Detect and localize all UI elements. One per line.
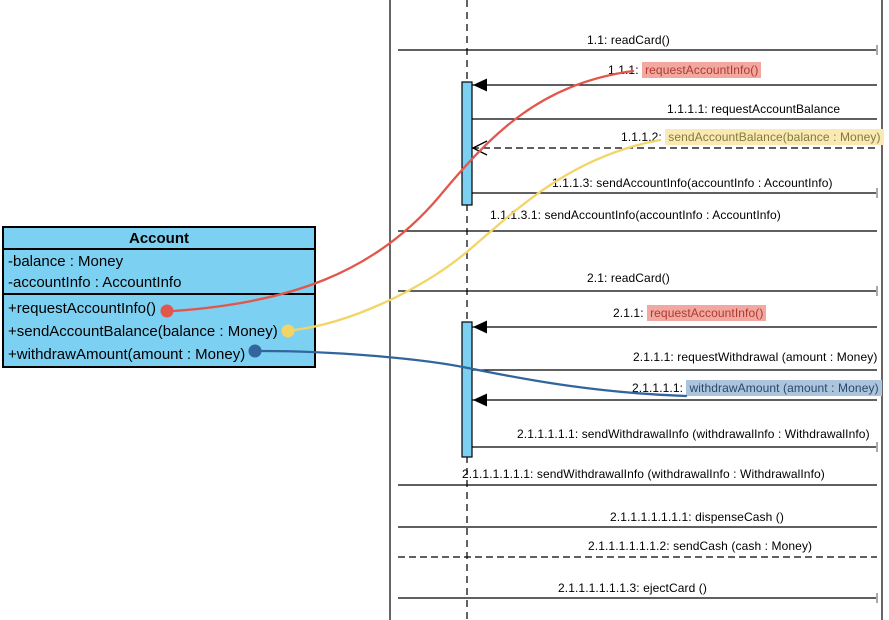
- message-number: 2.1.1.1.1.1.1.3:: [558, 581, 643, 595]
- message-number: 2.1.1.1.1.1.1:: [462, 467, 537, 481]
- message-name: ejectCard (): [643, 581, 707, 595]
- message-number: 2.1.1.1.1.1.1.2:: [588, 539, 673, 553]
- class-attribute[interactable]: -accountInfo : AccountInfo: [8, 272, 314, 293]
- message-label-1.1.1[interactable]: 1.1.1: requestAccountInfo(): [608, 63, 761, 78]
- message-label-2.1.1[interactable]: 2.1.1: requestAccountInfo(): [613, 306, 766, 321]
- message-label-1.1.1.3[interactable]: 1.1.1.3: sendAccountInfo(accountInfo : A…: [552, 176, 833, 191]
- message-number: 1.1.1.2:: [621, 130, 665, 144]
- message-name: withdrawAmount (amount : Money): [686, 380, 881, 396]
- message-label-2.1.1.1[interactable]: 2.1.1.1: requestWithdrawal (amount : Mon…: [633, 350, 877, 365]
- class-method[interactable]: +withdrawAmount(amount : Money): [8, 343, 314, 366]
- message-number: 1.1.1.3:: [552, 176, 596, 190]
- message-name: readCard(): [611, 33, 670, 47]
- message-name: sendAccountInfo(accountInfo : AccountInf…: [596, 176, 832, 190]
- message-number: 2.1.1:: [613, 306, 647, 320]
- message-name: dispenseCash (): [695, 510, 784, 524]
- message-label-1.1.1.3.1[interactable]: 1.1.1.3.1: sendAccountInfo(accountInfo :…: [490, 208, 781, 223]
- message-name: sendWithdrawalInfo (withdrawalInfo : Wit…: [582, 427, 870, 441]
- message-label-2.1.1.1.1.1.1.3[interactable]: 2.1.1.1.1.1.1.3: ejectCard (): [558, 581, 707, 596]
- message-name: requestAccountInfo(): [647, 305, 766, 321]
- class-method[interactable]: +sendAccountBalance(balance : Money): [8, 320, 314, 343]
- message-label-2.1[interactable]: 2.1: readCard(): [587, 271, 670, 286]
- message-name: requestAccountBalance: [711, 102, 840, 116]
- class-title[interactable]: Account: [4, 228, 314, 250]
- message-label-1.1.1.2[interactable]: 1.1.1.2: sendAccountBalance(balance : Mo…: [621, 130, 884, 145]
- message-number: 1.1.1:: [608, 63, 642, 77]
- message-name: sendAccountBalance(balance : Money): [665, 129, 883, 145]
- message-name: sendCash (cash : Money): [673, 539, 812, 553]
- message-label-2.1.1.1.1.1.1[interactable]: 2.1.1.1.1.1.1: sendWithdrawalInfo (withd…: [462, 467, 825, 482]
- message-label-2.1.1.1.1.1.1.1[interactable]: 2.1.1.1.1.1.1.1: dispenseCash (): [610, 510, 784, 525]
- message-name: requestWithdrawal (amount : Money): [677, 350, 877, 364]
- message-number: 1.1.1.1:: [667, 102, 711, 116]
- message-label-2.1.1.1.1.1.1.2[interactable]: 2.1.1.1.1.1.1.2: sendCash (cash : Money): [588, 539, 812, 554]
- message-number: 2.1:: [587, 271, 611, 285]
- message-number: 2.1.1.1:: [633, 350, 677, 364]
- class-attribute[interactable]: -balance : Money: [8, 251, 314, 272]
- class-attributes-compartment: -balance : Money -accountInfo : AccountI…: [4, 250, 314, 295]
- message-number: 2.1.1.1.1.1:: [517, 427, 582, 441]
- message-number: 2.1.1.1.1.1.1.1:: [610, 510, 695, 524]
- message-name: requestAccountInfo(): [642, 62, 761, 78]
- message-label-1.1[interactable]: 1.1: readCard(): [587, 33, 670, 48]
- message-label-2.1.1.1.1[interactable]: 2.1.1.1.1: withdrawAmount (amount : Mone…: [632, 381, 882, 396]
- class-box-account[interactable]: Account -balance : Money -accountInfo : …: [2, 226, 316, 368]
- message-number: 2.1.1.1.1:: [632, 381, 686, 395]
- message-label-2.1.1.1.1.1[interactable]: 2.1.1.1.1.1: sendWithdrawalInfo (withdra…: [517, 427, 870, 442]
- class-methods-compartment: +requestAccountInfo() +sendAccountBalanc…: [4, 295, 314, 366]
- message-name: readCard(): [611, 271, 670, 285]
- message-number: 1.1:: [587, 33, 611, 47]
- message-number: 1.1.1.3.1:: [490, 208, 544, 222]
- message-label-1.1.1.1[interactable]: 1.1.1.1: requestAccountBalance: [667, 102, 840, 117]
- message-name: sendAccountInfo(accountInfo : AccountInf…: [544, 208, 780, 222]
- class-method[interactable]: +requestAccountInfo(): [8, 297, 314, 320]
- message-name: sendWithdrawalInfo (withdrawalInfo : Wit…: [537, 467, 825, 481]
